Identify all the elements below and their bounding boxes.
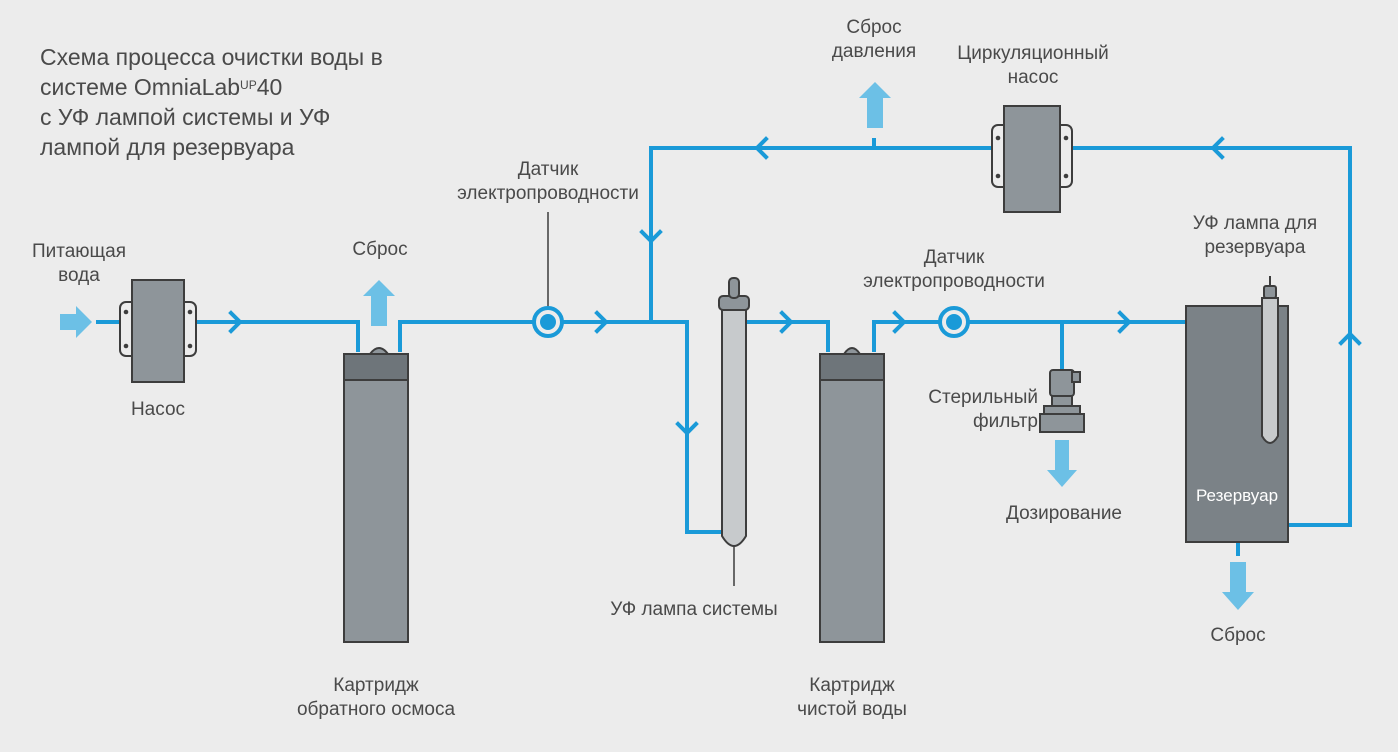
ro-cartridge-icon bbox=[343, 347, 409, 643]
label-circulation-pump: Циркуляционный насос bbox=[957, 43, 1109, 88]
arrow-feed-icon bbox=[60, 306, 92, 338]
conductivity-sensor-2-icon bbox=[938, 306, 970, 338]
chevron-right bbox=[779, 310, 794, 334]
label-uv-system: УФ лампа системы bbox=[610, 599, 778, 620]
conductivity-sensor-1-icon bbox=[532, 212, 564, 338]
chevron-right bbox=[228, 310, 243, 334]
label-uv-reservoir: УФ лампа для резервуара bbox=[1192, 213, 1318, 258]
title-line-4: лампой для резервуара bbox=[40, 134, 295, 160]
label-drain-reservoir: Сброс bbox=[1210, 625, 1266, 646]
arrow-drain-ro-icon bbox=[363, 280, 395, 326]
title-line-2-suffix: 40 bbox=[256, 74, 283, 100]
chevron-up bbox=[1338, 331, 1362, 346]
pipe-recirc-2 bbox=[649, 146, 1000, 322]
label-pure-cartridge: Картридж чистой воды bbox=[797, 675, 907, 720]
flow-arrows bbox=[60, 82, 1254, 610]
title-line-2: системе OmniaLabUP40 bbox=[40, 72, 460, 102]
chevron-down bbox=[639, 229, 663, 244]
chevron-right bbox=[1117, 310, 1132, 334]
pipe-pure-res bbox=[872, 320, 1186, 352]
label-reservoir: Резервуар bbox=[1195, 486, 1279, 505]
label-sterile-filter: Стерильный фильтр bbox=[928, 387, 1038, 432]
label-pressure-relief: Сброс давления bbox=[831, 17, 917, 62]
sterile-filter-icon bbox=[1039, 369, 1085, 433]
arrow-res-drain-icon bbox=[1222, 562, 1254, 610]
chevron-left bbox=[1210, 136, 1225, 160]
arrow-dispense-icon bbox=[1047, 440, 1077, 487]
chevron-right bbox=[594, 310, 609, 334]
pipe-ro-out bbox=[398, 320, 722, 534]
circulation-pump-icon bbox=[991, 105, 1073, 213]
pipe-pump-ro bbox=[196, 320, 360, 352]
label-dispensing: Дозирование bbox=[1005, 503, 1122, 524]
chevron-right bbox=[892, 310, 907, 334]
label-ro-cartridge: Картридж обратного осмоса bbox=[296, 675, 456, 720]
label-pump: Насос bbox=[130, 399, 186, 420]
pump-icon bbox=[119, 279, 197, 383]
title-line-2-prefix: системе OmniaLab bbox=[40, 74, 241, 100]
title-line-3: с УФ лампой системы и УФ bbox=[40, 104, 331, 130]
label-conductivity-1: Датчик электропроводности bbox=[457, 159, 639, 204]
pure-cartridge-icon bbox=[819, 347, 885, 643]
label-drain-ro: Сброс bbox=[352, 239, 408, 260]
arrow-relief-icon bbox=[859, 82, 891, 128]
uv-lamp-reservoir-icon bbox=[1261, 276, 1279, 444]
label-feed-water: Питающая вода bbox=[31, 241, 127, 286]
uv-lamp-system-icon bbox=[718, 277, 750, 586]
title-line-1: Схема процесса очистки воды в bbox=[40, 44, 383, 70]
flow-chevrons bbox=[228, 136, 1362, 436]
pipe-uv-pure bbox=[746, 320, 830, 352]
label-conductivity-2: Датчик электропроводности bbox=[863, 247, 1045, 292]
chevron-left bbox=[754, 136, 769, 160]
title-line-2-sup: UP bbox=[240, 78, 257, 92]
chevron-down bbox=[675, 421, 699, 436]
diagram-title: Схема процесса очистки воды в системе Om… bbox=[40, 42, 460, 162]
